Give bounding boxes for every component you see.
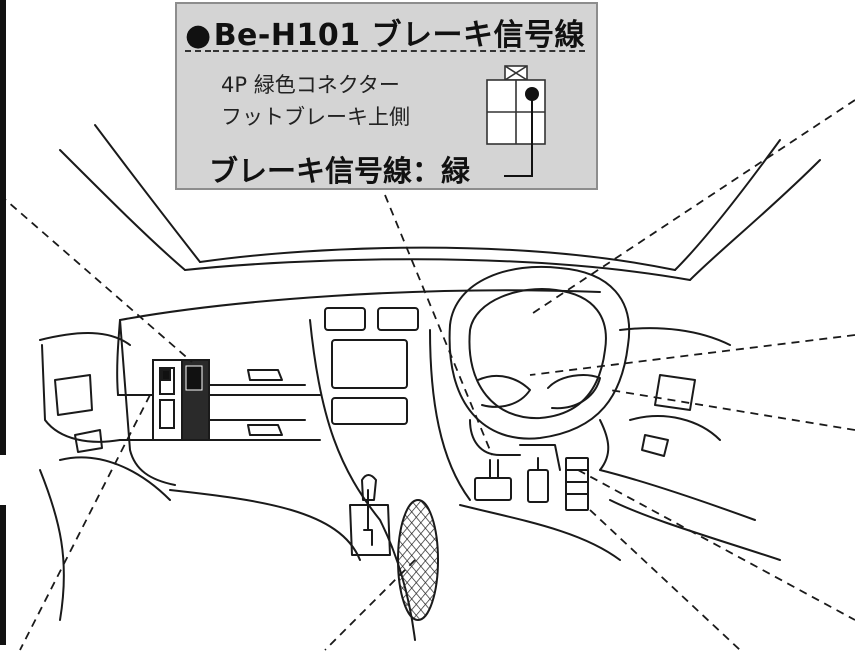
callout-title-text: Be-H101 ブレーキ信号線 <box>213 18 586 53</box>
accelerator-pedal <box>527 469 549 503</box>
left-a-pillar-inner <box>94 124 201 263</box>
floor-connector-hatched <box>397 499 439 621</box>
brake-signal-callout: ●Be-H101 ブレーキ信号線 4P 緑色コネクター フットブレーキ上側 ブレ… <box>175 2 598 190</box>
right-door <box>619 327 731 346</box>
connector-location: フットブレーキ上側 <box>221 105 410 129</box>
brake-pedal <box>474 477 512 501</box>
left-door <box>39 332 131 346</box>
right-a-pillar <box>689 159 821 281</box>
gear-shifter <box>349 504 391 556</box>
dashboard-upper-edge <box>119 289 601 321</box>
right-a-pillar-inner <box>674 139 781 271</box>
dashboard-top <box>184 258 691 281</box>
bullet-icon: ● <box>185 18 212 53</box>
leader-lines <box>0 99 855 651</box>
connector-pin-icon <box>486 65 546 177</box>
steering-wheel-outer <box>448 265 631 440</box>
fuse-box <box>565 457 589 511</box>
dashboard-top-inner <box>199 246 676 271</box>
left-edge-bar-top <box>0 0 6 455</box>
steering-wheel-inner <box>468 288 607 420</box>
left-edge-bar-bottom <box>0 505 6 645</box>
left-ecu-block <box>152 359 210 441</box>
signal-wire-label: ブレーキ信号線：緑 <box>209 154 471 188</box>
callout-title: ●Be-H101 ブレーキ信号線 <box>185 10 585 54</box>
connector-description: 4P 緑色コネクター <box>221 73 400 97</box>
left-a-pillar <box>59 149 186 271</box>
dashboard-face <box>117 394 321 441</box>
